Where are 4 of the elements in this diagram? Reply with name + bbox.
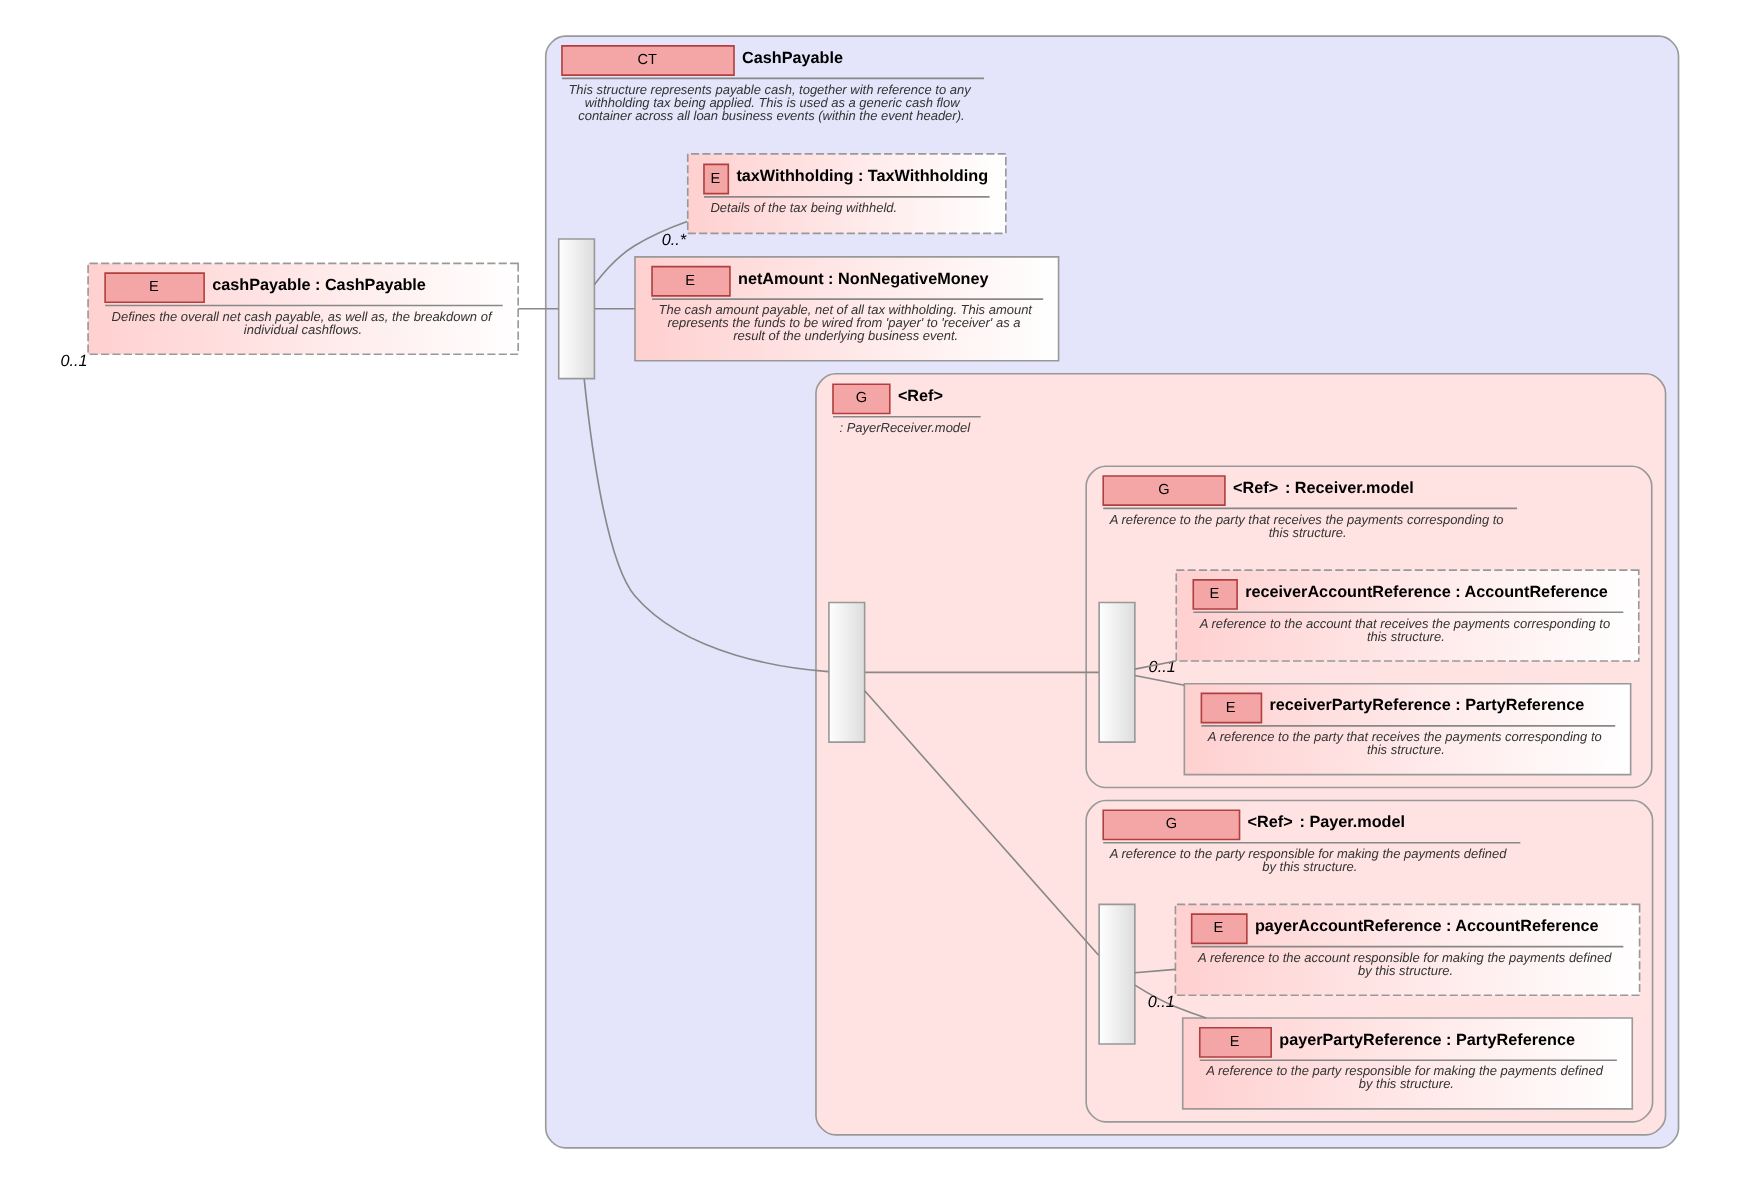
node-label: 0..*: [660, 230, 686, 249]
node-label: 0..1: [1146, 992, 1174, 1011]
node-label: 0..1: [59, 351, 87, 370]
node-label: 0..1: [1147, 658, 1175, 677]
